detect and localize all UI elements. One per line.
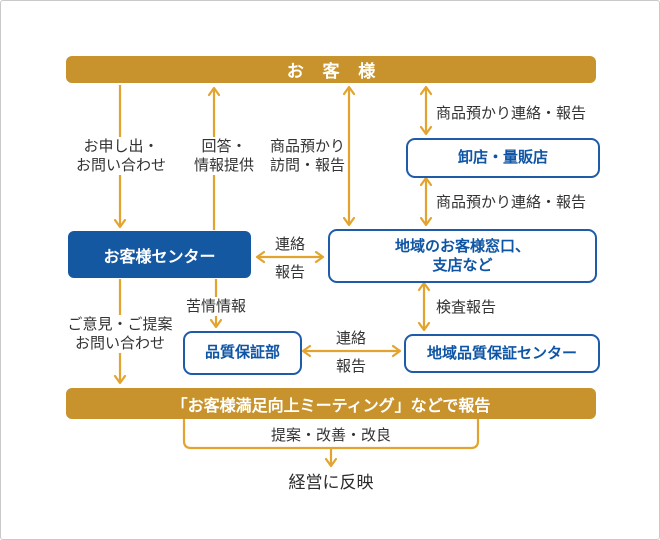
product-custody-contact-top-label: 商品預かり連絡・報告 xyxy=(436,105,587,122)
regional-window-box: 地域のお客様窓口、 支店など xyxy=(328,229,597,283)
customer-bar: お 客 様 xyxy=(66,56,596,83)
inspection-report-label: 検査報告 xyxy=(436,299,497,316)
proposal-improvement-label: 提案・改善・改良 xyxy=(270,427,391,444)
contact1-renraku-label: 連絡 xyxy=(274,236,305,253)
product-custody-contact-mid-label: 商品預かり連絡・報告 xyxy=(436,194,587,211)
management-result-label: 経営に反映 xyxy=(288,473,374,492)
meeting-bar: 「お客様満足向上ミーティング」などで報告 xyxy=(66,388,596,419)
product-custody-visit-label: 商品預かり 訪問・報告 xyxy=(269,137,346,176)
regional-qa-center-box: 地域品質保証センター xyxy=(404,334,600,373)
contact2-renraku-label: 連絡 xyxy=(335,330,366,347)
contact1-hokoku-label: 報告 xyxy=(274,264,305,281)
customer-center-box: お客様センター xyxy=(68,231,251,278)
qa-department-box: 品質保証部 xyxy=(183,331,302,375)
request-inquiry-label: お申し出・ お問い合わせ xyxy=(60,137,182,176)
answer-info-label: 回答・ 情報提供 xyxy=(176,137,272,176)
contact2-hokoku-label: 報告 xyxy=(335,358,366,375)
complaint-info-label: 苦情情報 xyxy=(184,297,248,317)
wholesale-store-box: 卸店・量販店 xyxy=(406,138,600,178)
opinion-proposal-label: ご意見・ご提案 お問い合わせ xyxy=(58,315,182,354)
